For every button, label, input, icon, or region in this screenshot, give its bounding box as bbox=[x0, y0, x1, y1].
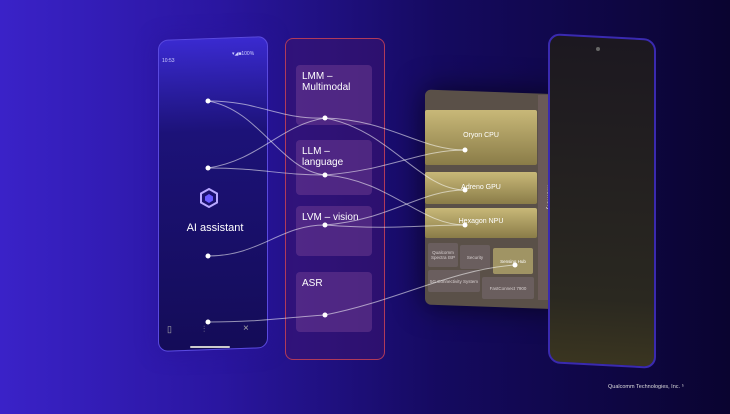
status-icons: ▾◢■100% bbox=[232, 51, 255, 57]
modem-block: 5G Connectivity System bbox=[428, 270, 480, 292]
sensing-hub-block: Sensing Hub bbox=[493, 248, 533, 274]
ai-assistant-label: AI assistant bbox=[186, 222, 244, 234]
camera-icon bbox=[596, 47, 600, 51]
wifi-block: FastConnect 7900 bbox=[482, 277, 534, 299]
npu-block: Hexagon NPU bbox=[425, 208, 537, 238]
model-lvm: LVM – vision bbox=[296, 206, 372, 256]
security-block: Security bbox=[460, 245, 490, 269]
ai-assistant-hexagon-icon bbox=[200, 188, 218, 208]
credit-text: Qualcomm Technologies, Inc. ⁵ bbox=[608, 384, 684, 390]
link bbox=[207, 100, 326, 119]
model-llm: LLM – language bbox=[296, 140, 372, 195]
voice-icon[interactable]: ⫶ bbox=[203, 324, 206, 334]
home-indicator bbox=[190, 346, 230, 348]
model-lmm: LMM – Multimodal bbox=[296, 65, 372, 125]
close-icon[interactable]: × bbox=[243, 323, 249, 334]
isp-block: Qualcomm Spectra ISP bbox=[428, 243, 458, 267]
keyboard-icon[interactable]: ▯ bbox=[167, 324, 172, 334]
gpu-block: Adreno GPU bbox=[425, 172, 537, 204]
model-asr: ASR bbox=[296, 272, 372, 332]
status-time: 10:53 bbox=[162, 58, 175, 64]
model-panel bbox=[285, 38, 385, 360]
cpu-block: Oryon CPU bbox=[425, 110, 537, 165]
